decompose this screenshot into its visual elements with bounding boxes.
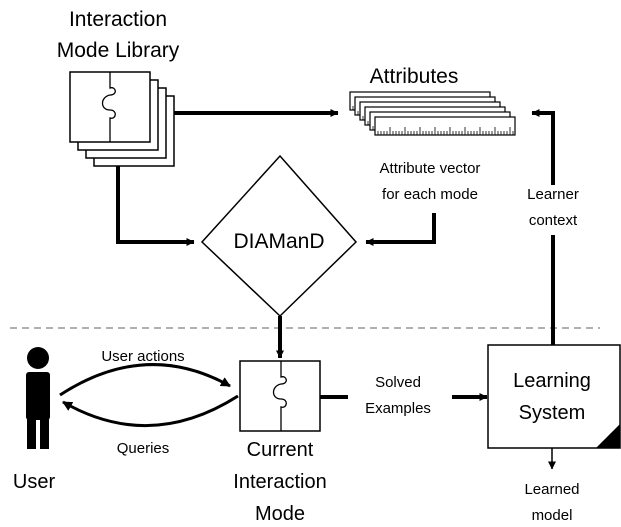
learner-context-line2: context (529, 212, 578, 229)
current-mode-line2: Interaction (233, 471, 326, 493)
user-label: User (13, 471, 56, 493)
user-actions-label: User actions (101, 348, 184, 365)
attributes-ruler-stack (349, 91, 516, 136)
solved-examples-line1: Solved (375, 374, 421, 391)
learning-system-line1: Learning (513, 370, 591, 392)
learner-context-arrow (531, 109, 555, 345)
attribute-vector-line2: for each mode (382, 186, 478, 203)
solved-examples-line2: Examples (365, 400, 431, 417)
current-mode-line1: Current (247, 439, 314, 461)
queries-arrow (62, 394, 239, 427)
library-title-line1: Interaction (69, 8, 167, 31)
current-mode-box (239, 360, 321, 432)
learning-system-corner-icon (596, 424, 620, 448)
diamand-label: DIAManD (233, 230, 324, 253)
user-person-icon (26, 347, 50, 449)
attribute-vector-line1: Attribute vector (380, 160, 481, 177)
user-actions-arrow (59, 363, 231, 397)
ruler-6 (374, 116, 516, 136)
library-title-line2: Mode Library (57, 39, 180, 62)
puzzle-piece-icon (101, 72, 116, 142)
attributes-title: Attributes (370, 65, 459, 88)
learning-system-box (487, 344, 621, 449)
library-to-diamand-arrow (116, 166, 195, 246)
library-stack (69, 71, 175, 167)
learner-context-label-bg (510, 185, 600, 235)
learning-system-line2: System (519, 402, 586, 424)
learner-context-line1: Learner (527, 186, 579, 203)
attributes-to-diamand-arrow (365, 213, 436, 246)
queries-label: Queries (117, 440, 170, 457)
current-mode-puzzle-icon (272, 361, 287, 431)
current-mode-line3: Mode (255, 503, 305, 525)
learned-model-line1: Learned (524, 481, 579, 498)
learned-model-line2: model (532, 507, 573, 524)
